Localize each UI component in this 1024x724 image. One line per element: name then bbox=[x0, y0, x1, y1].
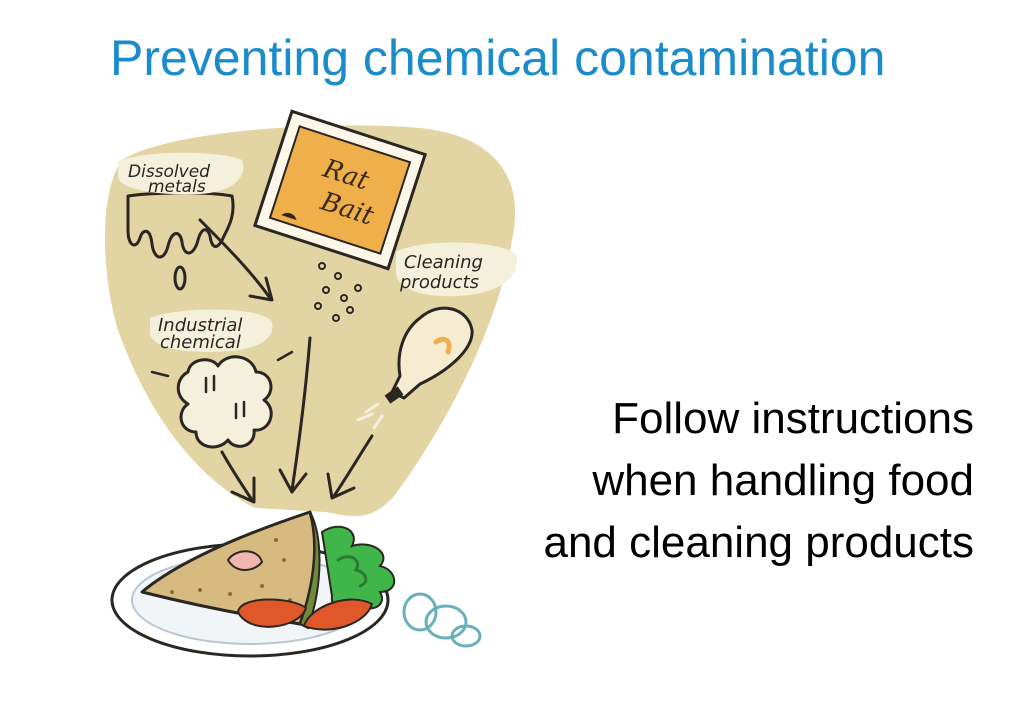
industrial-chemical-cloud-marks bbox=[150, 350, 294, 420]
tomato-slice-left bbox=[236, 598, 308, 628]
sandwich-speckles bbox=[170, 538, 292, 606]
cleaning-product-bottle bbox=[384, 306, 474, 404]
arrow-rat-bait-head bbox=[278, 468, 308, 494]
dissolved-metals-drips bbox=[126, 191, 235, 259]
arrow-dissolved-head bbox=[248, 276, 274, 302]
arrow-rat-bait-to-food bbox=[290, 336, 312, 492]
blue-doodle bbox=[402, 592, 482, 648]
cleaning-products-label-line2: products bbox=[399, 272, 479, 293]
slide-title: Preventing chemical contamination bbox=[110, 30, 886, 86]
tomato-slice-right bbox=[302, 598, 374, 631]
arrow-cleaning-head bbox=[326, 472, 356, 500]
body-text-line-3: and cleaning products bbox=[543, 518, 974, 567]
arrow-dissolved-to-food bbox=[198, 218, 272, 300]
dissolved-metals-label-line1: Dissolved bbox=[128, 162, 210, 182]
dissolved-metals-label-line2: metals bbox=[148, 177, 206, 197]
rat-bait-pellets bbox=[314, 262, 362, 322]
body-text: Follow instructions when handling food a… bbox=[414, 388, 974, 574]
cleaning-products-label-bubble bbox=[396, 242, 517, 297]
body-text-line-1: Follow instructions bbox=[612, 394, 974, 443]
industrial-chemical-cloud bbox=[176, 355, 273, 449]
arrow-industrial-to-food bbox=[220, 450, 254, 502]
industrial-chemical-label-bubble bbox=[149, 309, 273, 352]
dissolved-metals-label-bubble bbox=[118, 152, 244, 195]
arrow-cleaning-to-food bbox=[332, 434, 374, 498]
rat-bait-packet: Rat Bait bbox=[252, 109, 428, 271]
industrial-chemical-label-line1: Industrial bbox=[158, 315, 242, 336]
body-text-line-2: when handling food bbox=[592, 456, 974, 505]
lettuce-curl bbox=[336, 555, 368, 588]
arrow-industrial-head bbox=[230, 476, 256, 504]
cleaning-product-spray bbox=[356, 402, 384, 430]
industrial-chemical-label-line2: chemical bbox=[160, 332, 241, 353]
dissolved-metals-droplet bbox=[173, 265, 187, 291]
sandwich-bite-filling bbox=[226, 550, 264, 571]
cleaning-products-label-line1: Cleaning bbox=[404, 252, 483, 273]
